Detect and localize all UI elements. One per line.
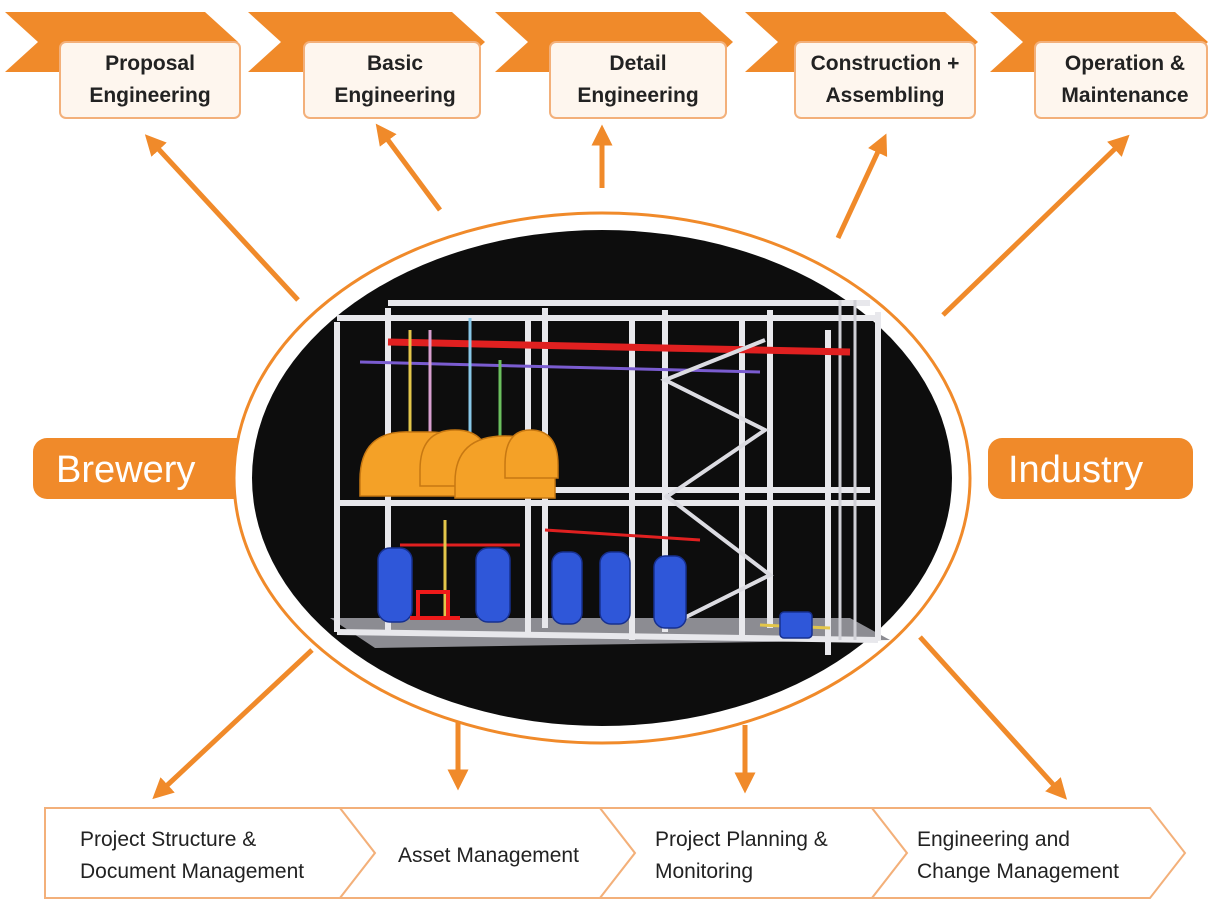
arrow-to-construction xyxy=(835,133,888,240)
upper-arrows xyxy=(144,123,1130,317)
management-label-line1: Engineering and xyxy=(917,828,1070,851)
arrow-to-change-management xyxy=(918,635,1068,800)
phase-label-line2: Engineering xyxy=(89,84,210,107)
center-plant-image xyxy=(232,211,972,745)
phase-chevron-proposal: Proposal Engineering xyxy=(5,12,241,119)
side-label-text: Industry xyxy=(1008,449,1143,491)
phase-label-line1: Operation & xyxy=(1065,52,1185,75)
phase-label-line2: Engineering xyxy=(577,84,698,107)
management-label-line1: Project Planning & xyxy=(655,828,828,851)
phase-chevron-detail: Detail Engineering xyxy=(495,12,733,119)
management-chevrons xyxy=(44,807,1187,899)
management-label-line2: Monitoring xyxy=(655,860,753,883)
phase-label-line1: Basic xyxy=(367,52,423,75)
phase-chevron-basic: Basic Engineering xyxy=(248,12,485,119)
phase-label-line1: Proposal xyxy=(105,52,195,75)
lower-arrows xyxy=(152,635,1068,800)
arrow-to-proposal xyxy=(144,134,300,302)
phase-label-line1: Detail xyxy=(609,52,666,75)
phase-chevron-operation: Operation & Maintenance xyxy=(990,12,1208,119)
management-label-line1: Asset Management xyxy=(398,844,579,867)
side-label-text: Brewery xyxy=(56,449,195,491)
phase-label-line1: Construction + xyxy=(811,52,960,75)
arrow-to-basic xyxy=(375,123,443,212)
management-label-line2: Document Management xyxy=(80,860,304,883)
management-label-line1: Project Structure & xyxy=(80,828,256,851)
side-label-brewery: Brewery xyxy=(33,438,258,499)
arrow-to-operation xyxy=(941,134,1130,317)
brewery-plant-3d-model-icon xyxy=(330,300,890,655)
phase-label-line2: Engineering xyxy=(334,84,455,107)
phase-chevron-construction: Construction + Assembling xyxy=(745,12,978,119)
side-label-industry: Industry xyxy=(988,438,1193,499)
arrow-to-document-management xyxy=(152,648,314,800)
phase-label-line2: Maintenance xyxy=(1061,84,1188,107)
phase-label-line2: Assembling xyxy=(825,84,944,107)
management-label-line2: Change Management xyxy=(917,860,1119,883)
